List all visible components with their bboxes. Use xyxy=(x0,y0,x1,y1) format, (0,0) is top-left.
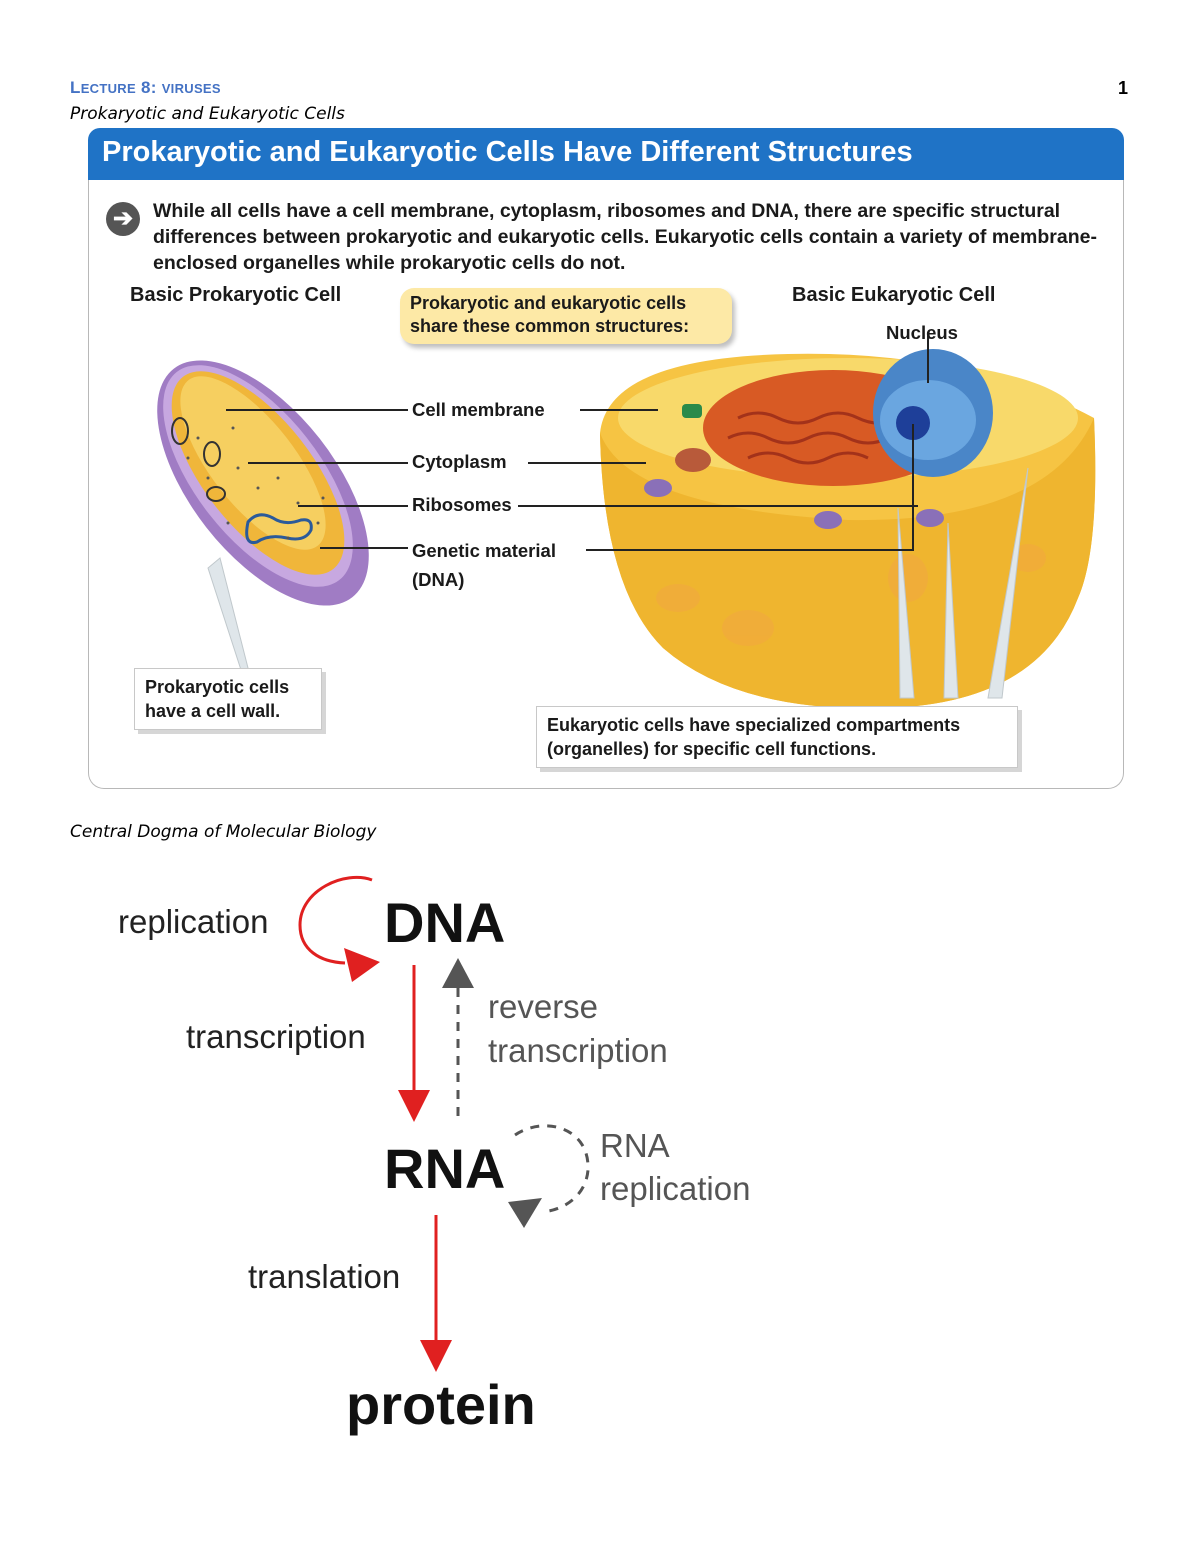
dogma-dna: DNA xyxy=(384,891,506,954)
dogma-protein: protein xyxy=(346,1373,536,1436)
central-dogma-diagram xyxy=(298,875,590,1372)
rna-replication-arrow xyxy=(514,1124,590,1214)
common-structures-box: Prokaryotic and eukaryotic cells share t… xyxy=(400,288,732,344)
lecture-topic: VIRUSES xyxy=(161,81,221,96)
section-heading-cells: Prokaryotic and Eukaryotic Cells xyxy=(70,104,345,124)
translation-arrowhead xyxy=(420,1340,452,1372)
lecture-title-initial: L xyxy=(70,78,81,97)
dogma-rna: RNA xyxy=(384,1137,506,1200)
label-ribosomes: Ribosomes xyxy=(412,494,512,516)
reverse-transcription-arrowhead xyxy=(442,958,474,988)
eukaryotic-cell-illustration xyxy=(600,349,1096,709)
replication-arrow xyxy=(298,875,373,965)
label-dna: (DNA) xyxy=(412,569,465,591)
label-cytoplasm: Cytoplasm xyxy=(412,451,507,473)
eukaryotic-cell-title: Basic Eukaryotic Cell xyxy=(792,284,996,306)
section-heading-dogma: Central Dogma of Molecular Biology xyxy=(70,822,377,842)
figure-intro-text: While all cells have a cell membrane, cy… xyxy=(153,200,1097,274)
label-replication: replication xyxy=(118,903,269,940)
figure-banner-title: Prokaryotic and Eukaryotic Cells Have Di… xyxy=(102,136,913,168)
cell-structures-figure: Prokaryotic and Eukaryotic Cells Have Di… xyxy=(88,128,1124,790)
arrow-right-icon: ➔ xyxy=(106,202,140,236)
label-leader-lines xyxy=(226,333,929,551)
label-rna-replication-rna: RNA xyxy=(600,1127,670,1164)
label-nucleus: Nucleus xyxy=(886,322,958,343)
common-structures-text: Prokaryotic and eukaryotic cells share t… xyxy=(410,293,690,336)
transcription-arrowhead xyxy=(398,1090,430,1122)
label-rna-replication: replication xyxy=(600,1170,751,1207)
page-number: 1 xyxy=(1118,78,1129,98)
lecture-title: LECTURE 8: VIRUSES xyxy=(70,78,221,98)
label-cell-membrane: Cell membrane xyxy=(412,399,545,421)
cell-illustrations xyxy=(157,333,1096,709)
label-reverse: reverse xyxy=(488,988,599,1025)
replication-arrowhead xyxy=(344,948,380,982)
figure-banner: Prokaryotic and Eukaryotic Cells Have Di… xyxy=(88,128,1124,180)
rna-replication-arrowhead xyxy=(508,1198,542,1228)
label-transcription: transcription xyxy=(186,1018,366,1055)
lecture-number: 8: xyxy=(135,78,162,97)
eukaryotic-callout: Eukaryotic cells have specialized compar… xyxy=(536,706,1018,768)
prokaryotic-cell-illustration xyxy=(157,360,369,674)
prokaryotic-cell-title: Basic Prokaryotic Cell xyxy=(130,284,342,306)
label-translation: translation xyxy=(248,1258,401,1295)
lecture-title-word: ECTURE xyxy=(80,81,136,96)
label-reverse-transcription: transcription xyxy=(488,1032,668,1069)
label-genetic-material: Genetic material xyxy=(412,540,556,562)
prokaryotic-callout: Prokaryotic cells have a cell wall. xyxy=(134,668,322,730)
